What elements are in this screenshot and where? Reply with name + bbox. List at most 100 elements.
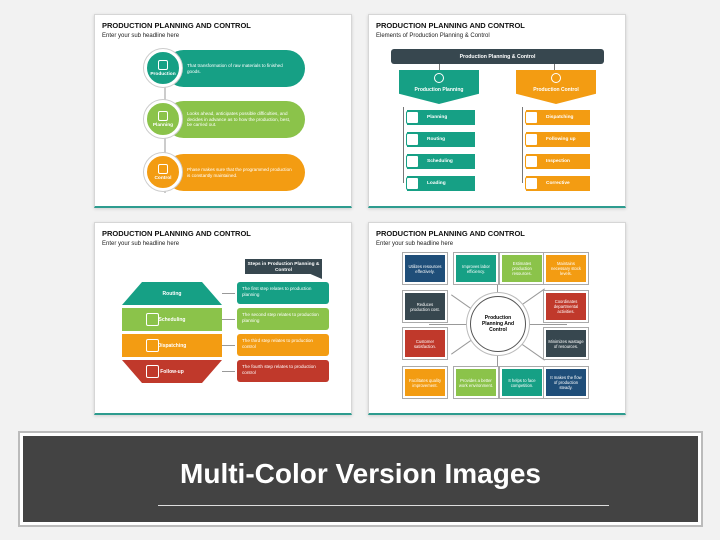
benefit-box: Minimizes wastage of resources. [544,328,588,359]
step-text-box: The first step relates to production pla… [237,282,329,304]
factory-icon [158,59,168,70]
benefit-text: Maintains necessary stock levels. [550,261,582,276]
routing-icon [146,287,159,300]
production-control-label: Production Control [533,87,579,93]
steps-header-label: Steps in Production Planning & Control [247,262,320,273]
connector-line [403,107,404,183]
header-bar: Production Planning & Control [391,49,604,64]
benefit-box: Utilizes resources effectively. [403,253,447,284]
production-planning-label: Production Planning [414,87,464,93]
slide-subtitle: Enter your sub headline here [102,241,180,247]
production-text: That transformation of raw materials to … [187,62,283,74]
step-segment-routing: Routing [122,282,222,305]
step-text: The first step relates to production pla… [242,286,312,297]
version-banner: Multi-Color Version Images [20,433,701,525]
slide-title: PRODUCTION PLANNING AND CONTROL [102,229,251,238]
step-label: Routing [162,290,182,297]
list-item: Scheduling [407,154,475,169]
benefit-box: It helps to face competition. [500,367,544,398]
benefit-text: It makes the flow of production steady. [550,375,582,390]
step-label: Scheduling [158,316,186,323]
header-bar-label: Production Planning & Control [459,53,536,60]
production-pill: That transformation of raw materials to … [165,50,305,87]
dispatch-icon [525,111,538,124]
benefit-box: Provides a better work environment. [454,367,498,398]
control-label: Control [154,175,172,181]
benefit-text: Estimates production resources. [512,261,532,276]
gear-icon [551,73,561,83]
planning-icon [406,111,419,124]
benefit-text: Coordinates departmental activities. [553,299,579,314]
benefit-text: Customer satisfaction. [413,338,437,349]
step-segment-follow-up: Follow-up [122,360,222,383]
benefit-text: Minimizes wastage of resources. [548,338,584,349]
connector-line [554,64,555,71]
slide-thumbnail-2[interactable]: PRODUCTION PLANNING AND CONTROL Elements… [368,14,626,208]
connector-line [222,371,235,372]
step-text: The fourth step relates to production co… [242,364,316,375]
benefit-box: Maintains necessary stock levels. [544,253,588,284]
control-circle: Control [144,153,182,191]
step-text-box: The third step relates to production con… [237,334,329,356]
calendar-icon [406,155,419,168]
slide-title: PRODUCTION PLANNING AND CONTROL [376,229,525,238]
benefit-text: Improves labor efficiency. [462,263,490,274]
benefit-box: Customer satisfaction. [403,328,447,359]
slide-title: PRODUCTION PLANNING AND CONTROL [376,21,525,30]
follow-up-icon [525,133,538,146]
banner-title: Multi-Color Version Images [180,458,541,489]
banner-underline [158,505,609,506]
gears-icon [158,163,168,174]
list-item-label: Loading [427,181,446,186]
step-segment-dispatching: Dispatching [122,334,222,357]
benefit-box: Estimates production resources. [500,253,544,284]
connector-line [222,293,235,294]
list-item-label: Inspection [546,159,570,164]
connector-line [222,319,235,320]
routing-icon [406,133,419,146]
list-item: Loading [407,176,475,191]
slide-subtitle: Elements of Production Planning & Contro… [376,33,490,39]
list-item-label: Following up [546,137,576,142]
center-circle: Production Planning And Control [470,296,526,352]
list-item: Routing [407,132,475,147]
step-label: Dispatching [157,342,187,349]
list-item-label: Dispatching [546,115,574,120]
list-item: Dispatching [526,110,590,125]
list-item: Inspection [526,154,590,169]
benefit-text: Facilitates quality improvement. [408,377,442,388]
benefit-text: It helps to face competition. [508,377,536,388]
slide-thumbnail-3[interactable]: PRODUCTION PLANNING AND CONTROL Enter yo… [94,222,352,415]
list-item-label: Scheduling [427,159,453,164]
benefit-text: Utilizes resources effectively. [408,263,442,274]
planning-circle: Planning [144,100,182,138]
list-item-label: Routing [427,137,446,142]
control-pill: Phase makes sure that the programmed pro… [165,154,305,191]
list-item-label: Planning [427,115,448,120]
slide-thumbnail-4[interactable]: PRODUCTION PLANNING AND CONTROL Enter yo… [368,222,626,415]
production-label: Production [150,71,176,77]
slide-subtitle: Enter your sub headline here [376,241,454,247]
truck-icon [406,177,419,190]
benefit-box: Facilitates quality improvement. [403,367,447,398]
benefit-box: Coordinates departmental activities. [544,291,588,322]
benefit-text: Reduces production cost. [410,301,440,312]
step-text-box: The second step relates to production pl… [237,308,329,330]
list-item: Corrective [526,176,590,191]
list-item-label: Corrective [546,181,570,186]
step-text: The third step relates to production con… [242,338,313,349]
corrective-icon [525,177,538,190]
truck-icon [146,339,159,352]
checklist-icon [146,365,159,378]
gear-icon [434,73,444,83]
steps-header: Steps in Production Planning & Control [245,259,322,279]
connector-line [222,345,235,346]
planning-label: Planning [152,122,174,128]
planning-text: Looks ahead, anticipates possible diffic… [187,110,291,128]
benefit-text: Provides a better work environment. [458,377,494,388]
slide-thumbnail-1[interactable]: PRODUCTION PLANNING AND CONTROL Enter yo… [94,14,352,208]
benefit-box: It makes the flow of production steady. [544,367,588,398]
slide-subtitle: Enter your sub headline here [102,33,180,39]
production-circle: Production [144,49,182,87]
planning-pill: Looks ahead, anticipates possible diffic… [165,101,305,138]
